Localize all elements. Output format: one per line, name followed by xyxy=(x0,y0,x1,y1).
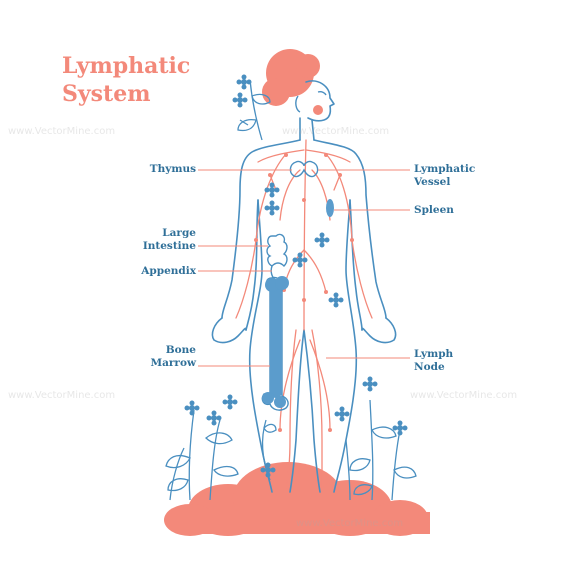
title-line-1: Lymphatic xyxy=(62,53,191,79)
bone-fill xyxy=(262,276,289,408)
decorative-plants xyxy=(165,79,417,501)
label-bone-marrow: Bone Marrow xyxy=(150,344,196,369)
large-intestine-organ xyxy=(266,233,288,267)
spleen-organ xyxy=(326,199,334,217)
page-title: Lymphatic System xyxy=(62,52,212,108)
watermark-text: www.VectorMine.com xyxy=(296,518,404,529)
label-lymph-node: Lymph Node xyxy=(414,348,454,373)
lymph-node-dots xyxy=(254,153,354,432)
label-lymphatic-vessel: Lymphatic Vessel xyxy=(414,163,476,188)
watermark-text: www.VectorMine.com xyxy=(8,126,116,137)
leader-lines xyxy=(198,169,410,367)
face xyxy=(295,91,327,115)
label-spleen: Spleen xyxy=(414,204,454,216)
watermark-text: www.VectorMine.com xyxy=(8,390,116,401)
ground-mound xyxy=(164,462,430,536)
hair xyxy=(262,49,320,106)
watermark-text: www.VectorMine.com xyxy=(282,126,390,137)
label-appendix: Appendix xyxy=(141,265,196,277)
title-line-2: System xyxy=(62,81,151,107)
thymus-organ xyxy=(289,160,319,178)
cross-flowers xyxy=(184,74,408,478)
label-large-intestine: Large Intestine xyxy=(142,227,196,252)
watermark-text: www.VectorMine.com xyxy=(410,390,518,401)
label-thymus: Thymus xyxy=(149,163,196,175)
